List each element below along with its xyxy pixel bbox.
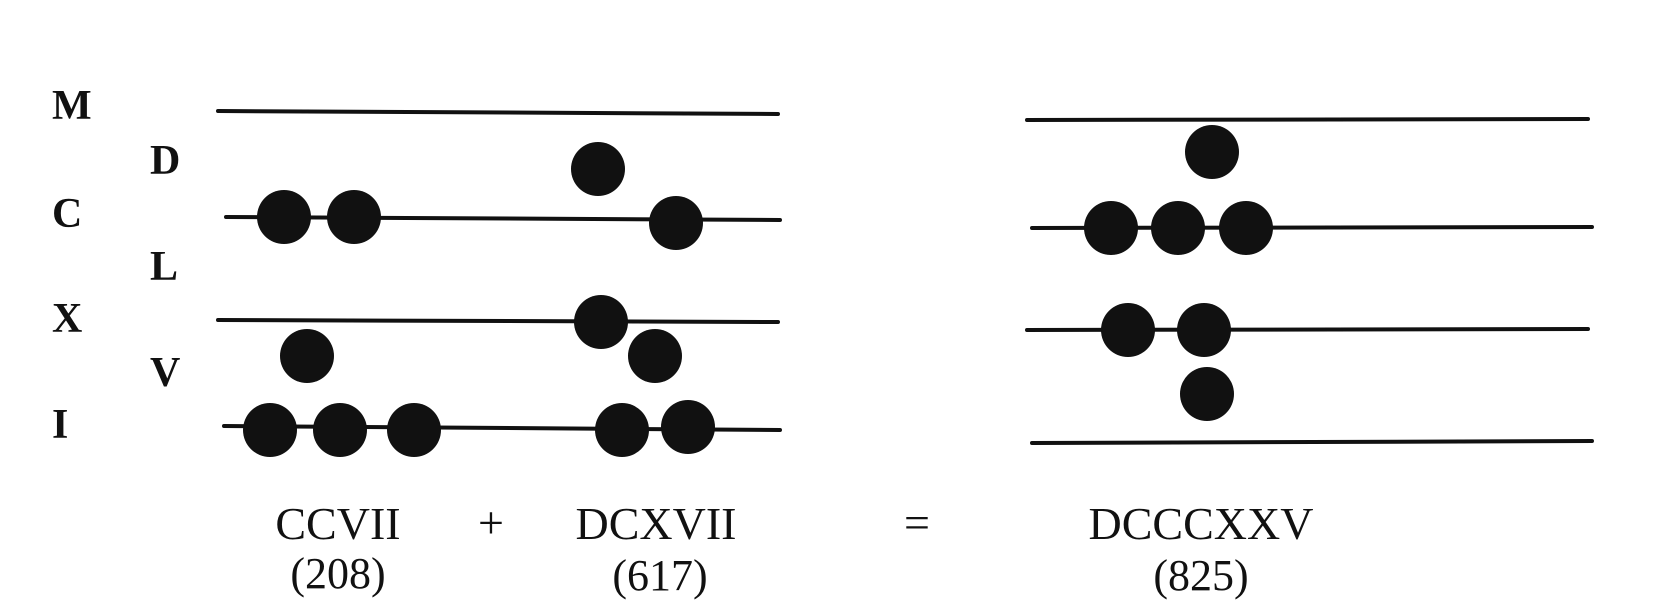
bead-first-v-1	[280, 329, 334, 383]
board-sum-beads	[1084, 125, 1273, 421]
row-label-d: D	[150, 138, 180, 184]
bead-first-c-2	[327, 190, 381, 244]
bead-sum-c-1	[1084, 201, 1138, 255]
row-label-m: M	[52, 83, 92, 129]
bead-sum-d-1	[1185, 125, 1239, 179]
bead-sum-v-1	[1180, 367, 1234, 421]
bead-sum-c-3	[1219, 201, 1273, 255]
bead-first-c-1	[257, 190, 311, 244]
row-label-c: C	[52, 191, 82, 237]
row-label-x: X	[52, 296, 82, 342]
row-label-l: L	[150, 244, 178, 290]
board-second-beads	[571, 142, 715, 457]
caption-first-roman: CCVII	[275, 498, 400, 549]
bead-second-i-2	[661, 400, 715, 454]
plus-sign: +	[478, 497, 504, 548]
caption-result-roman: DCCCXXV	[1089, 498, 1314, 549]
bead-sum-c-2	[1151, 201, 1205, 255]
board-sum-line-m	[1025, 117, 1590, 122]
board-first	[216, 109, 782, 457]
bead-sum-x-2	[1177, 303, 1231, 357]
caption-second-arabic: (617)	[612, 551, 707, 600]
row-label-i: I	[52, 402, 68, 448]
board-first-line-x	[216, 318, 780, 324]
caption-second-roman: DCXVII	[576, 498, 737, 549]
board-sum	[1025, 117, 1594, 445]
bead-first-i-3	[387, 403, 441, 457]
captions: CCVII (208) + DCXVII (617) = DCCCXXV (82…	[275, 497, 1313, 600]
board-first-line-m	[216, 109, 780, 116]
bead-second-c-1	[649, 196, 703, 250]
caption-first-arabic: (208)	[290, 549, 385, 598]
equals-sign: =	[904, 497, 930, 548]
bead-sum-x-1	[1101, 303, 1155, 357]
bead-second-v-1	[628, 329, 682, 383]
bead-first-i-1	[243, 403, 297, 457]
caption-result-arabic: (825)	[1153, 551, 1248, 600]
bead-second-x-1	[574, 295, 628, 349]
bead-second-i-1	[595, 403, 649, 457]
bead-first-i-2	[313, 403, 367, 457]
board-first-beads	[243, 190, 441, 457]
bead-second-d-1	[571, 142, 625, 196]
board-sum-line-i	[1030, 439, 1594, 445]
row-label-v: V	[150, 350, 180, 396]
